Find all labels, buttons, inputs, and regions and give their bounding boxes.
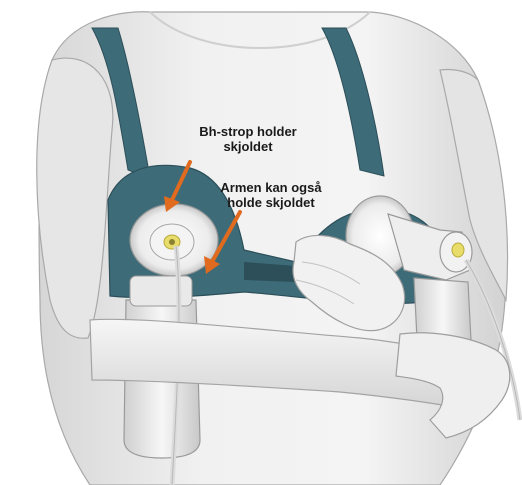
callout-bra-strap-line-1: Bh-strop holder xyxy=(178,124,318,139)
callout-arm-line-2: holde skjoldet xyxy=(206,195,336,210)
callout-arm-line-1: Armen kan også xyxy=(206,180,336,195)
callout-bra-strap-line-2: skjoldet xyxy=(178,139,318,154)
callout-bra-strap: Bh-strop holder skjoldet xyxy=(178,124,318,154)
callout-arm: Armen kan også holde skjoldet xyxy=(206,180,336,210)
